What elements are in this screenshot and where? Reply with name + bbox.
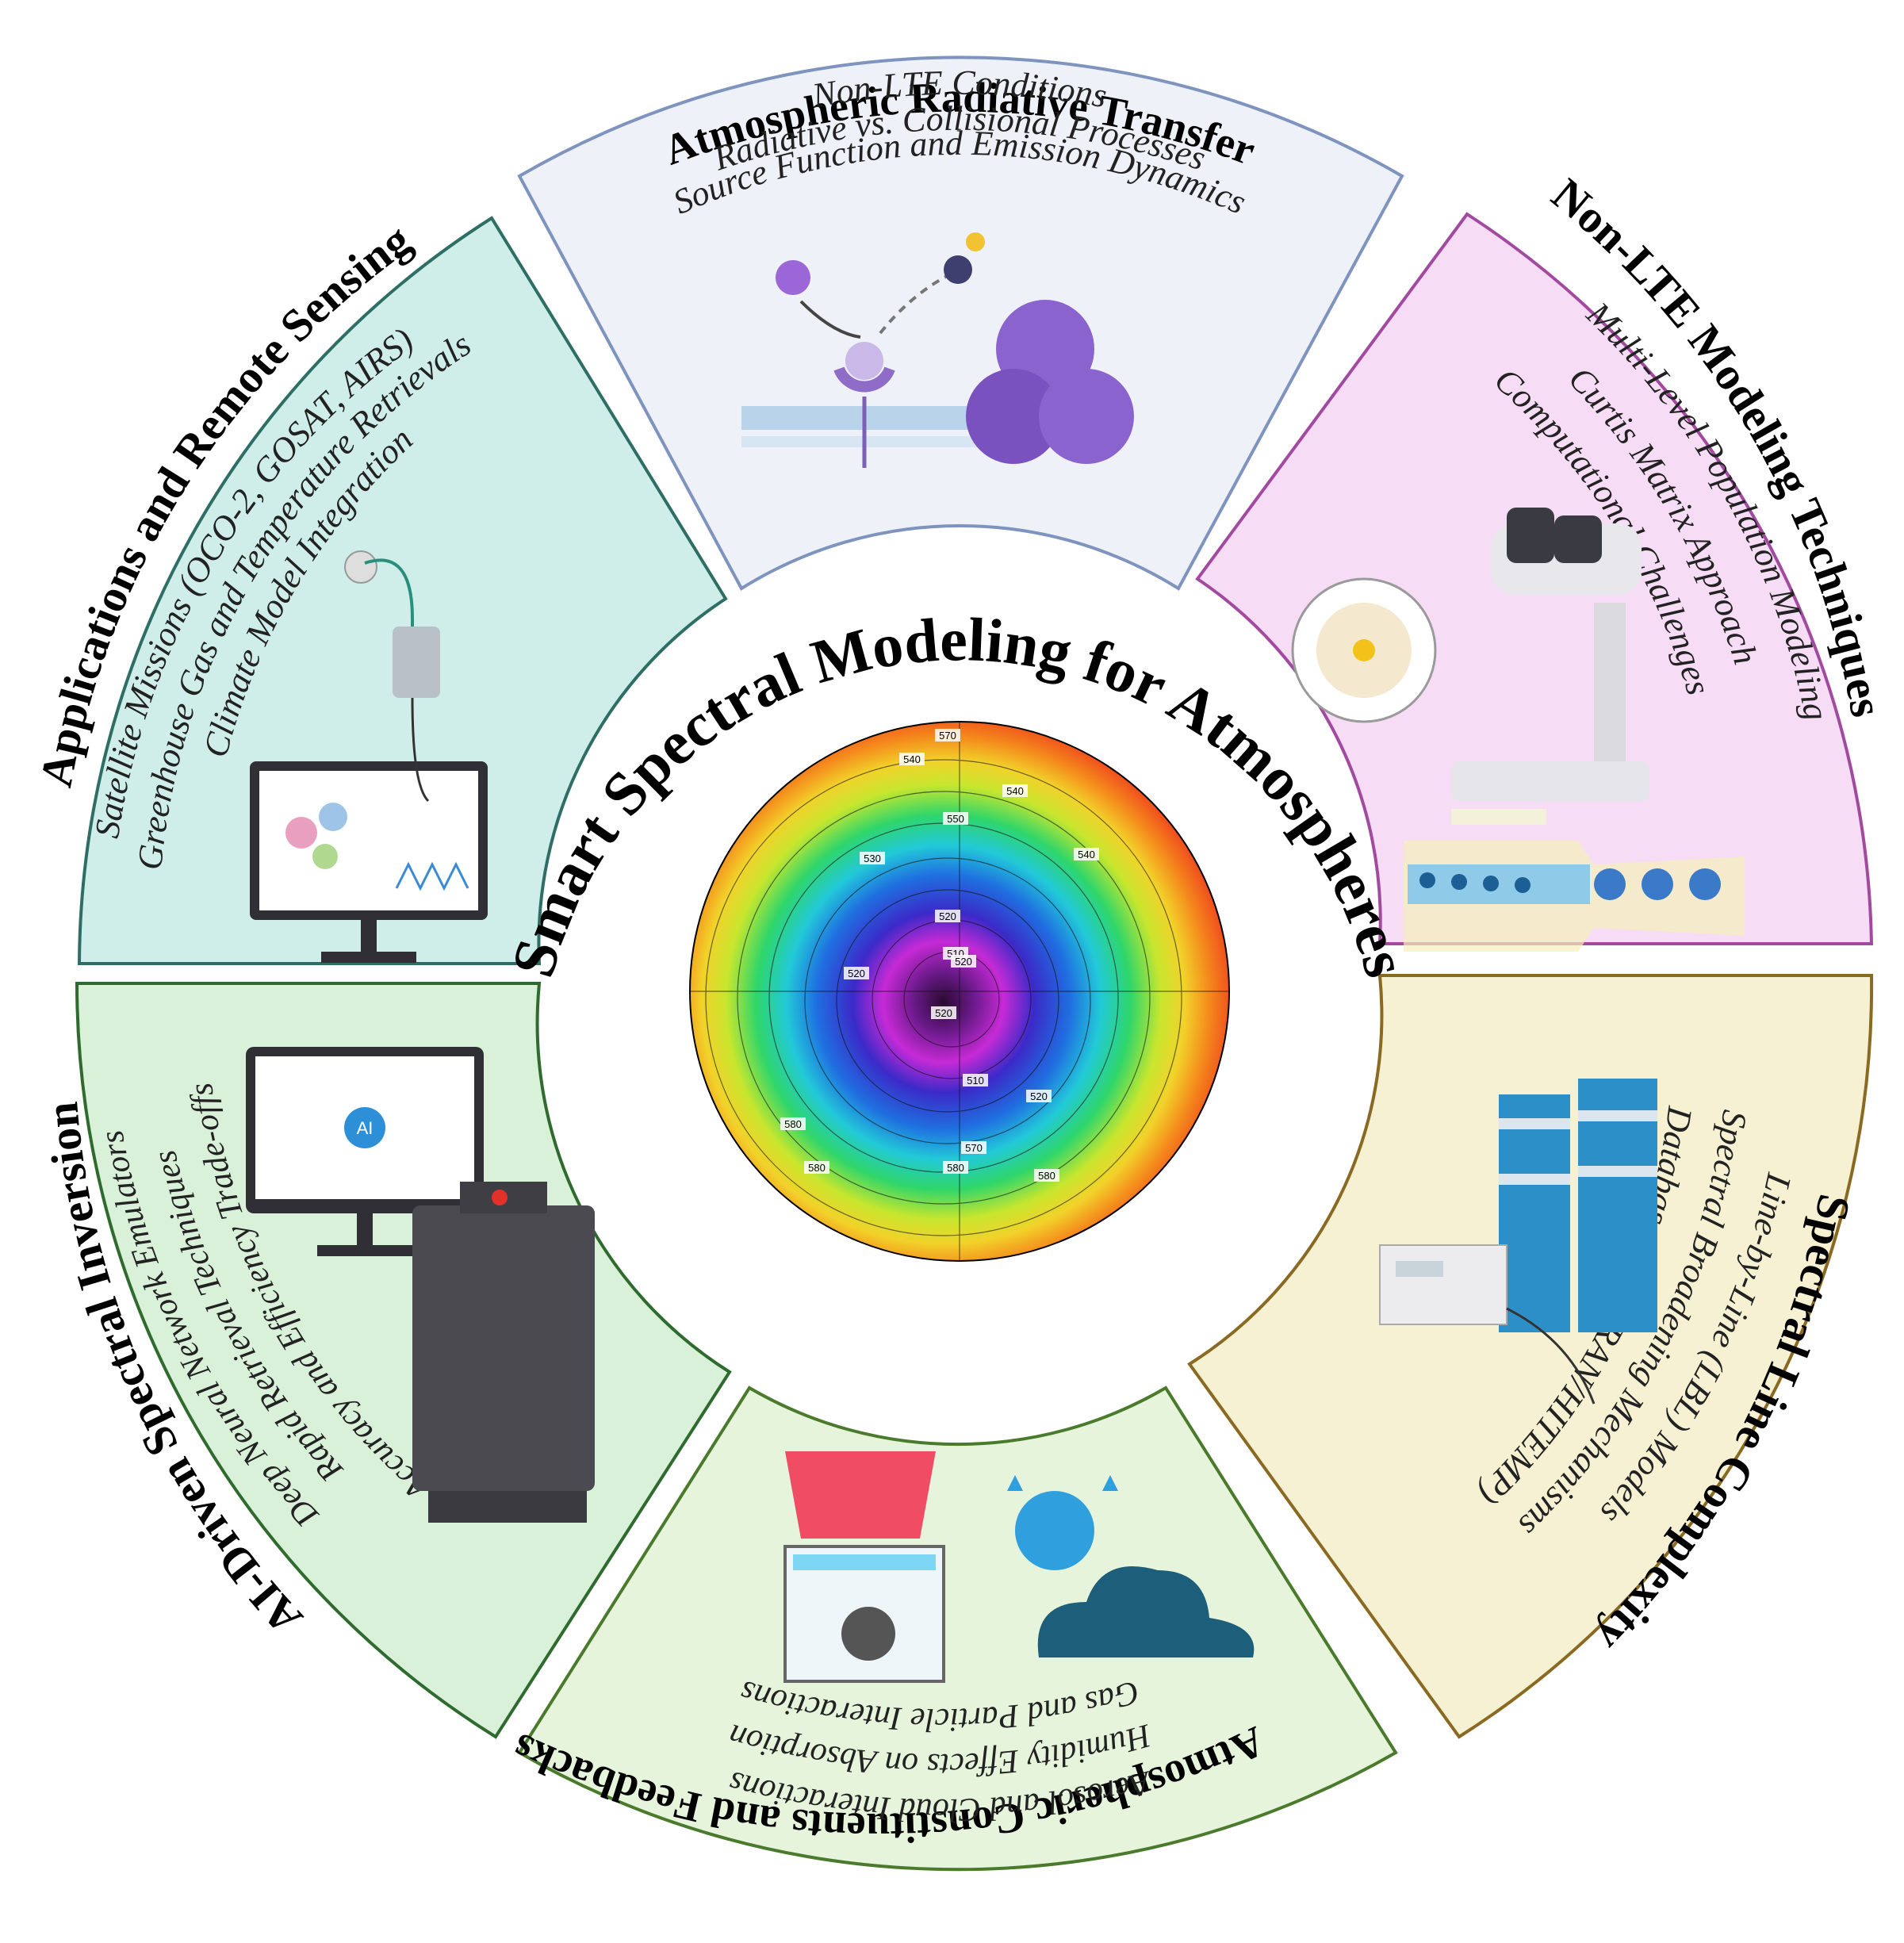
contour-label: 540 xyxy=(1006,785,1024,797)
spectrometer-illustration xyxy=(1379,1079,1657,1405)
contour-label: 520 xyxy=(935,1007,952,1019)
remote-sensing-illustration xyxy=(250,550,488,963)
contour-label: 530 xyxy=(864,853,881,864)
weather-cloud-illustration xyxy=(783,1451,1255,1683)
contour-label-bg xyxy=(931,1006,956,1019)
contour-label: 520 xyxy=(1030,1090,1048,1102)
contour-label: 570 xyxy=(965,1142,983,1154)
segment-apps xyxy=(77,216,728,965)
contour-label: 520 xyxy=(955,956,972,968)
microscope-illustration xyxy=(1291,508,1745,952)
contour-label-bg xyxy=(844,967,869,979)
ai-computer-illustration: AI xyxy=(246,1047,595,1523)
contour-label: 580 xyxy=(947,1162,964,1174)
contour-label: 510 xyxy=(967,1075,984,1086)
contour-label-bg xyxy=(943,812,968,825)
contour-label: 520 xyxy=(939,910,956,922)
contour-label-bg xyxy=(804,1161,829,1174)
contour-label: 580 xyxy=(808,1162,826,1174)
contour-labels: 570 540 550 540 530 540 520 510 520 520 580 580 520 5… xyxy=(780,729,1099,1182)
contour-label-bg xyxy=(860,852,885,864)
contour-label-bg xyxy=(1074,848,1099,860)
contour-label-bg xyxy=(943,1161,968,1174)
contour-label-bg xyxy=(1034,1169,1059,1182)
polar-contour-map: 570 540 550 540 530 540 520 510 520 520 580 580 520 5… xyxy=(689,721,1230,1262)
segment-radiative xyxy=(517,56,1404,591)
contour-label: 520 xyxy=(848,968,865,979)
segment-lines xyxy=(1187,974,1874,1739)
contour-label-bg xyxy=(963,1074,988,1086)
contour-label: 570 xyxy=(939,730,956,742)
contour-label-bg xyxy=(961,1141,986,1154)
contour-label-bg xyxy=(899,753,925,765)
contour-label-bg xyxy=(780,1117,806,1130)
contour-label-bg xyxy=(935,910,960,922)
contour-label-bg xyxy=(1002,784,1028,797)
contour-label: 540 xyxy=(1078,849,1095,860)
contour-label-bg xyxy=(951,955,976,968)
segment-constituents xyxy=(517,1385,1398,1872)
molecule-illustration xyxy=(741,232,1134,468)
ai-badge: AI xyxy=(357,1118,374,1138)
contour-label: 540 xyxy=(903,753,921,765)
contour-label-bg xyxy=(1026,1090,1052,1102)
contour-label: 550 xyxy=(947,813,964,825)
contour-label: 580 xyxy=(784,1118,802,1130)
contour-label: 580 xyxy=(1038,1170,1055,1182)
segment-ai xyxy=(75,982,732,1739)
contour-label-bg xyxy=(935,729,960,742)
